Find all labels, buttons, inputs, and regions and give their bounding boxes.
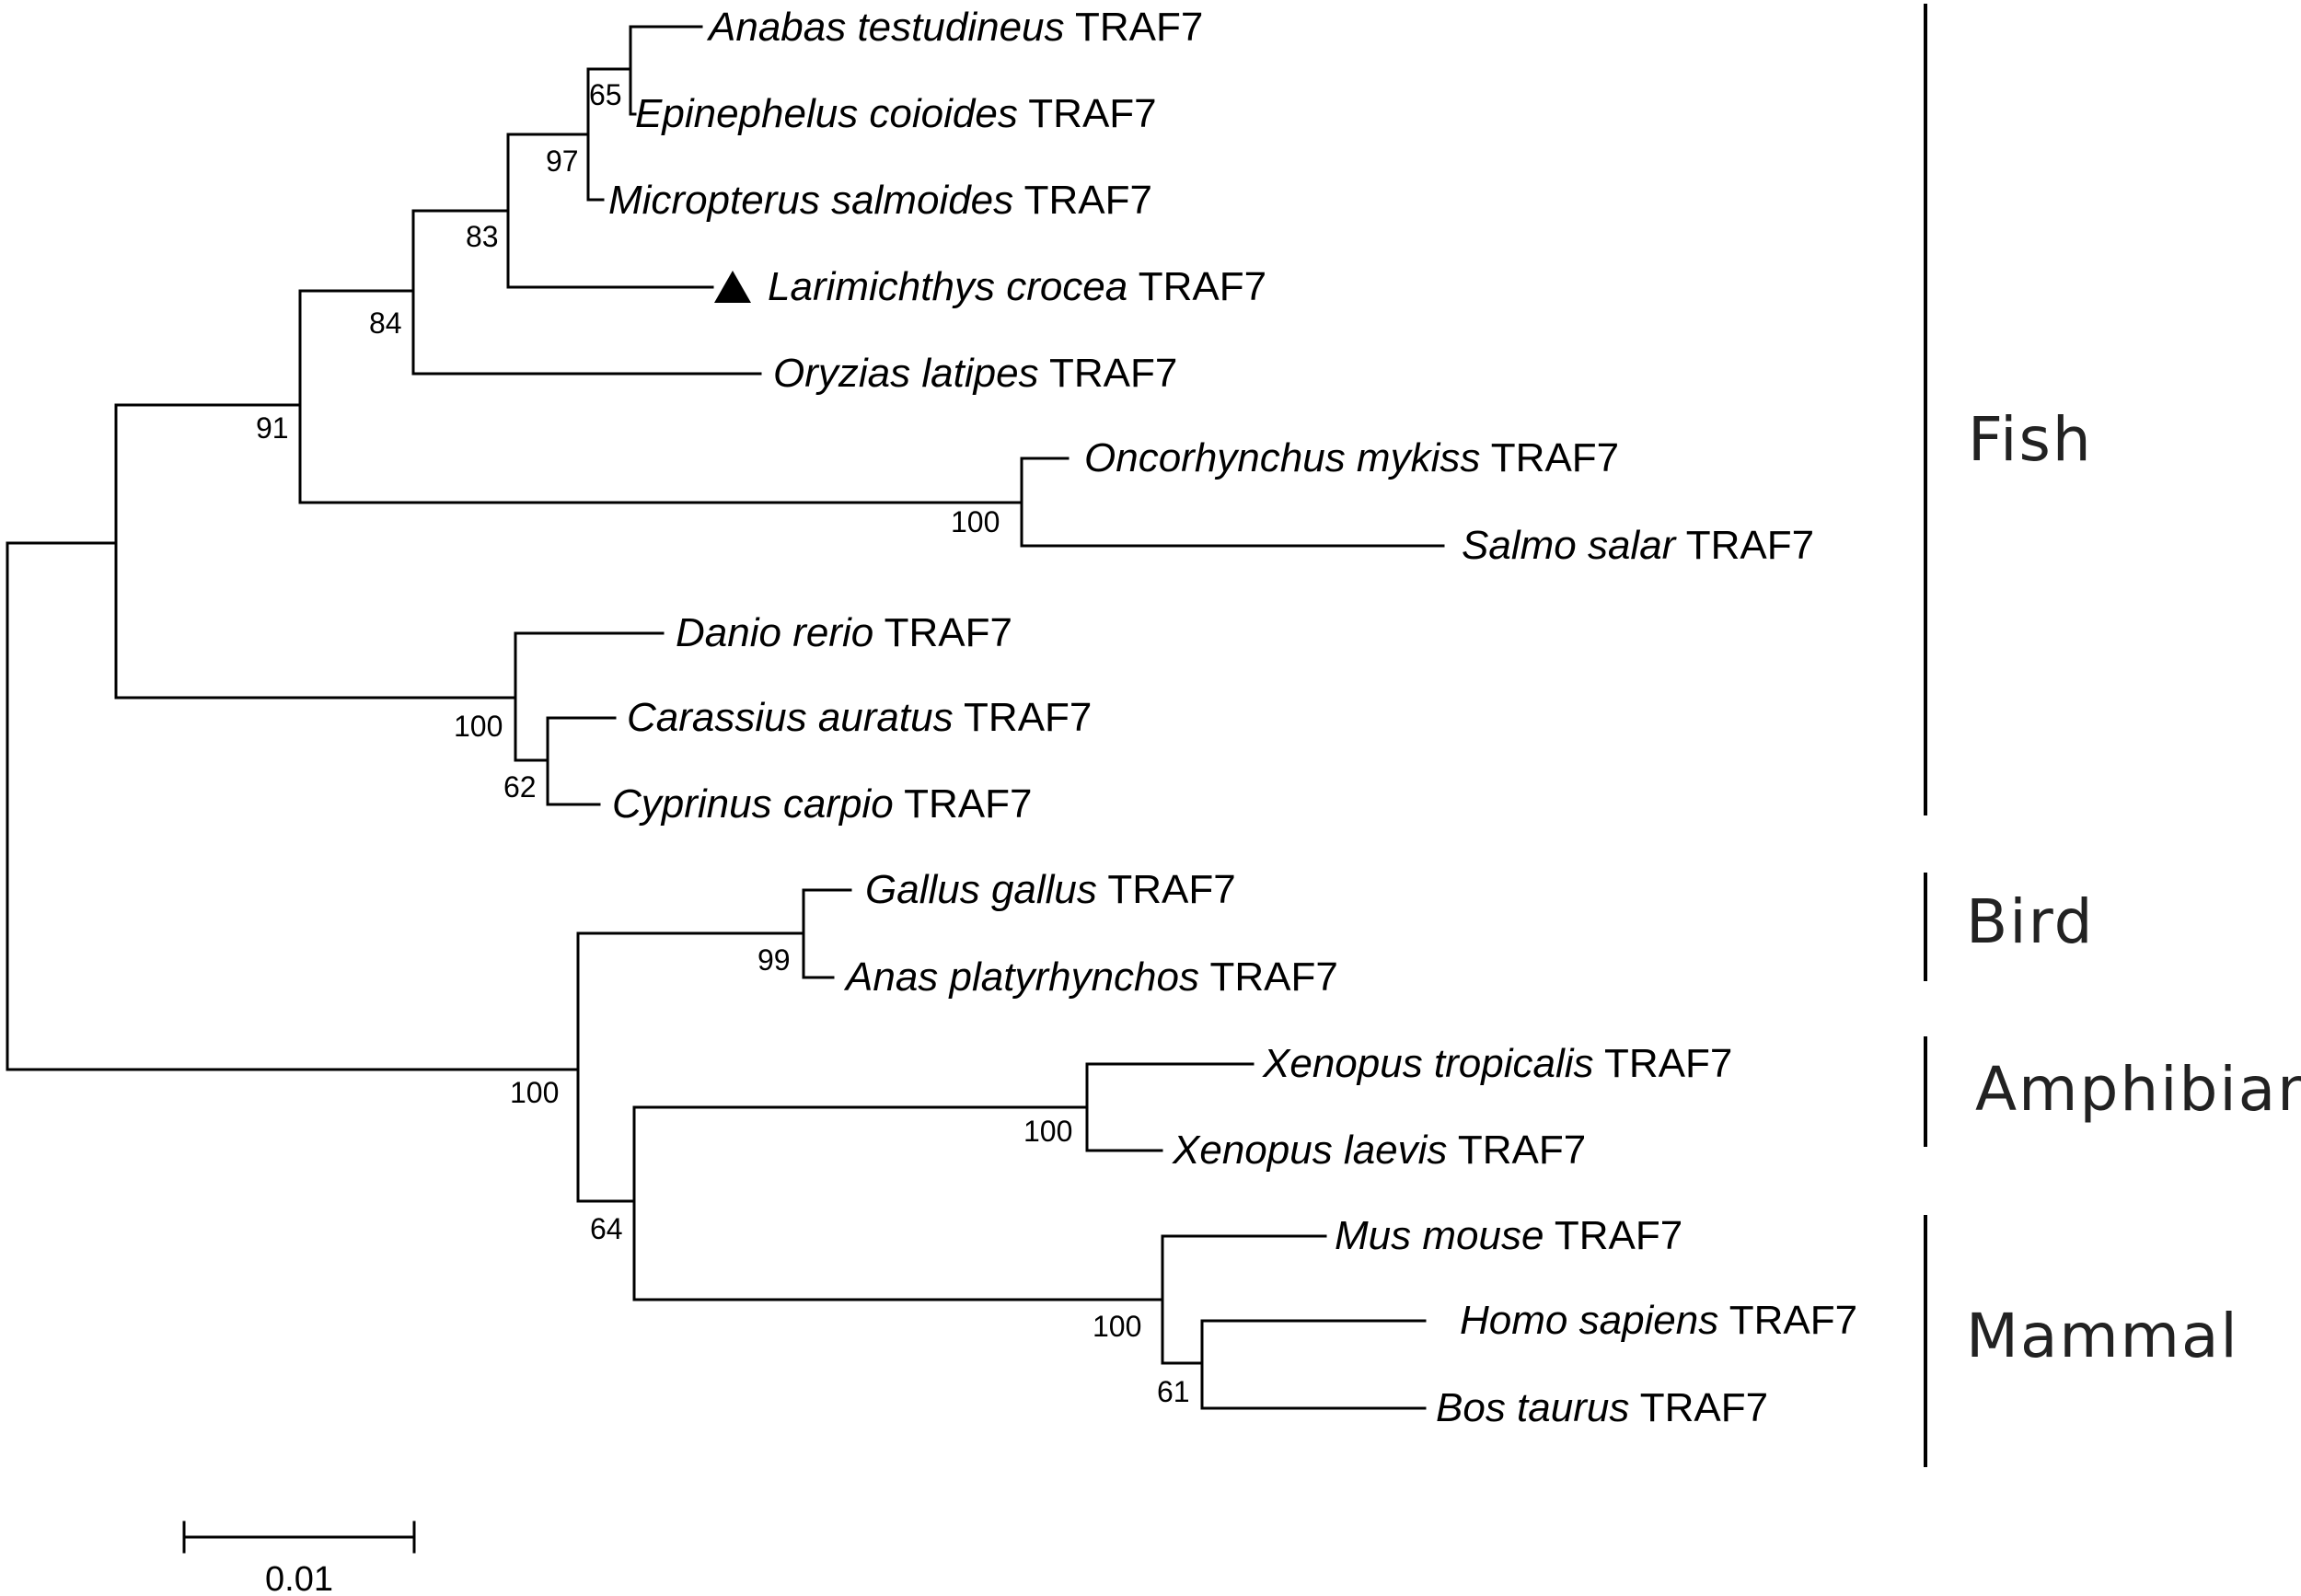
taxon-label-anabas: Anabas testudineus TRAF7: [706, 5, 1203, 50]
group-brackets: Fish Bird Amphibian Mammal: [1924, 4, 2301, 1467]
bootstrap-value: 100: [1023, 1115, 1072, 1148]
bootstrap-value: 99: [757, 943, 791, 977]
bootstrap-value: 84: [369, 306, 402, 340]
taxon-label-homo: Homo sapiens TRAF7: [1460, 1298, 1857, 1343]
taxon-label-danio: Danio rerio TRAF7: [676, 610, 1012, 655]
taxon-label-salmo: Salmo salar TRAF7: [1462, 523, 1814, 568]
branch-with-oryzias: [411, 209, 762, 376]
taxon-label-oncorhynchus: Oncorhynchus mykiss TRAF7: [1084, 435, 1619, 480]
scale-bar: 0.01: [182, 1521, 416, 1596]
branch-root: [6, 541, 580, 1071]
scale-bar-line: [182, 1521, 416, 1554]
taxon-label-cyprinus: Cyprinus carpio TRAF7: [612, 781, 1032, 827]
bootstrap-values: 65 97 83 84 100 91 100 62 99 100 100 64 …: [256, 78, 1190, 1408]
taxon-label-bos: Bos taurus TRAF7: [1436, 1385, 1768, 1430]
bootstrap-value: 100: [510, 1076, 559, 1109]
taxon-label-xenopus-laevis: Xenopus laevis TRAF7: [1172, 1128, 1586, 1173]
branch-carassius-cyprinus: [546, 716, 617, 806]
taxon-label-epinephelus: Epinephelus coioides TRAF7: [635, 91, 1157, 136]
scale-bar-label: 0.01: [265, 1560, 333, 1596]
branch-mammals: [1161, 1234, 1327, 1365]
bootstrap-value: 83: [466, 220, 499, 253]
bootstrap-value: 100: [951, 505, 1000, 538]
branch-with-larimichthys: [506, 133, 714, 289]
taxon-label-micropterus: Micropterus salmoides TRAF7: [608, 178, 1152, 223]
bootstrap-value: 100: [454, 710, 503, 743]
bootstrap-value: 65: [589, 78, 622, 111]
bootstrap-value: 100: [1093, 1310, 1141, 1343]
taxon-label-gallus: Gallus gallus TRAF7: [865, 867, 1236, 912]
branch-perciform-core: [586, 67, 632, 202]
taxon-label-xenopus-tropicalis: Xenopus tropicalis TRAF7: [1262, 1041, 1732, 1086]
branch-salmonids: [1020, 457, 1445, 548]
triangle-marker-icon: [714, 271, 751, 303]
bootstrap-value: 62: [503, 770, 537, 804]
branch-xenopus: [1085, 1062, 1255, 1152]
branch-homo-bos: [1200, 1319, 1427, 1410]
bootstrap-value: 61: [1157, 1375, 1190, 1408]
taxon-label-anas: Anas platyrhynchos TRAF7: [843, 954, 1338, 1000]
branch-amphibian-mammal: [632, 1105, 1164, 1301]
group-label-bird: Bird: [1966, 886, 2094, 957]
bootstrap-value: 64: [590, 1212, 623, 1245]
branch-anabas-epinephelus: [629, 25, 703, 116]
branch-fish-root: [114, 403, 517, 700]
taxon-label-larimichthys: Larimichthys crocea TRAF7: [768, 264, 1266, 309]
branch-tetrapods: [576, 931, 805, 1203]
bootstrap-value: 91: [256, 411, 289, 445]
taxon-label-mus: Mus mouse TRAF7: [1335, 1213, 1682, 1258]
taxon-labels: Anabas testudineus TRAF7 Epinephelus coi…: [608, 5, 1857, 1430]
group-label-mammal: Mammal: [1966, 1301, 2239, 1371]
branch-birds: [802, 888, 852, 979]
branch-cyprinids: [514, 631, 665, 762]
group-label-fish: Fish: [1968, 404, 2093, 475]
group-label-amphibian: Amphibian: [1975, 1054, 2301, 1125]
taxon-label-carassius: Carassius auratus TRAF7: [627, 695, 1092, 740]
bootstrap-value: 97: [546, 145, 579, 178]
taxon-label-oryzias: Oryzias latipes TRAF7: [773, 351, 1177, 396]
branch-neoteleostei: [298, 289, 1023, 504]
tree-branches: [6, 25, 1445, 1410]
